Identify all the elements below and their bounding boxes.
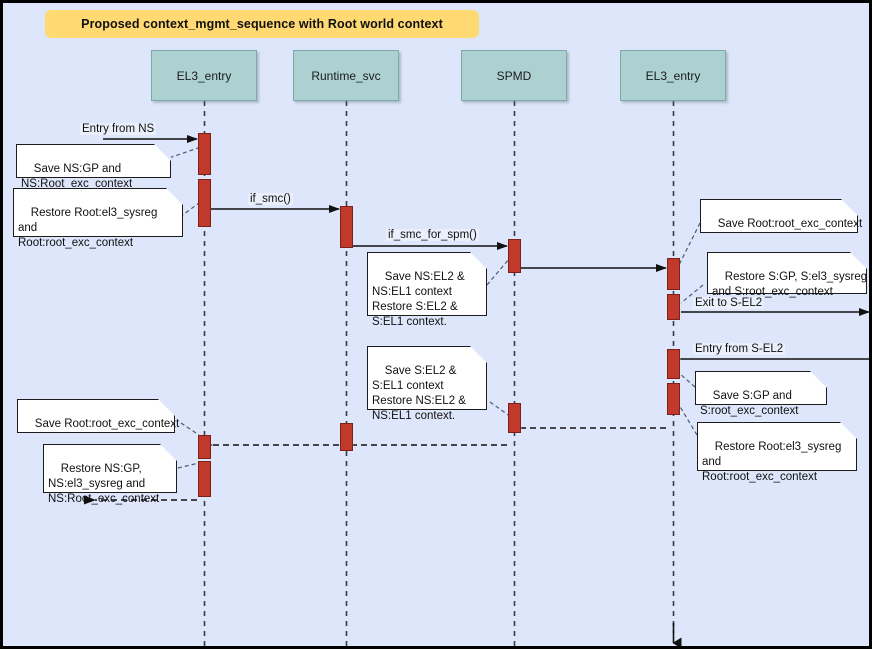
lifeline-label: Runtime_svc — [311, 68, 381, 83]
note-restore-ns-gp[interactable]: Restore NS:GP, NS:el3_sysreg and NS:Root… — [43, 444, 177, 505]
note-restore-root-el3-sysreg-top[interactable]: Restore Root:el3_sysreg and Root:root_ex… — [13, 188, 183, 249]
note-text: Restore Root:el3_sysreg and Root:root_ex… — [702, 441, 842, 483]
note-text: Save Root:root_exc_context — [717, 218, 863, 230]
activation-el3-right-1[interactable] — [667, 258, 680, 290]
note-text: Save Root:root_exc_context — [34, 418, 180, 430]
connector-note-8 — [678, 404, 698, 436]
message-label-if-smc-for-spm: if_smc_for_spm() — [386, 229, 479, 241]
note-text: Save NS:GP and NS:Root_exc_context — [21, 163, 133, 190]
note-fold-corner — [470, 252, 487, 269]
lifeline-head-spmd[interactable]: SPMD — [461, 50, 567, 101]
messages — [103, 135, 869, 363]
message-label-if-smc: if_smc() — [248, 193, 293, 205]
lifeline-label: SPMD — [496, 68, 532, 83]
note-fold-corner — [160, 444, 177, 461]
activation-el3-right-4[interactable] — [667, 383, 680, 415]
note-text: Restore S:GP, S:el3_sysreg and S:root_ex… — [712, 271, 868, 298]
note-save-ns-gp[interactable]: Save NS:GP and NS:Root_exc_context — [16, 144, 171, 190]
note-save-root-exc-context-top[interactable]: Save Root:root_exc_context — [700, 199, 862, 233]
note-fold-corner — [158, 399, 175, 416]
lifeline-head-el3-entry-left[interactable]: EL3_entry — [151, 50, 257, 101]
diagram-title-banner: Proposed context_mgmt_sequence with Root… — [45, 10, 479, 38]
note-fold-corner — [850, 252, 867, 269]
note-save-s-el2-restore-ns-el2[interactable]: Save S:EL2 & S:EL1 context Restore NS:EL… — [367, 346, 487, 422]
note-save-s-gp[interactable]: Save S:GP and S:root_exc_context — [695, 371, 827, 417]
lifeline-label: EL3_entry — [645, 68, 701, 83]
lifeline-label: EL3_entry — [176, 68, 232, 83]
message-label-exit-to-s-el2: Exit to S-EL2 — [693, 297, 765, 309]
activation-el3-left-4[interactable] — [198, 461, 211, 497]
note-text: Restore NS:GP, NS:el3_sysreg and NS:Root… — [48, 463, 160, 505]
note-text: Save NS:EL2 & NS:EL1 context Restore S:E… — [372, 271, 465, 328]
lifeline-head-runtime-svc[interactable]: Runtime_svc — [293, 50, 399, 101]
lifeline-head-el3-entry-right[interactable]: EL3_entry — [620, 50, 726, 101]
note-restore-s-gp[interactable]: Restore S:GP, S:el3_sysreg and S:root_ex… — [707, 252, 867, 298]
note-fold-corner — [470, 346, 487, 363]
connector-note-9 — [180, 422, 200, 436]
connector-note-4 — [678, 222, 701, 266]
note-text: Save S:EL2 & S:EL1 context Restore NS:EL… — [372, 365, 466, 422]
message-label-entry-from-s-el2: Entry from S-EL2 — [693, 343, 786, 355]
connector-note-10 — [177, 462, 200, 469]
note-restore-root-el3-sysreg-bottom[interactable]: Restore Root:el3_sysreg and Root:root_ex… — [697, 422, 857, 483]
activation-el3-left-2[interactable] — [198, 179, 211, 227]
note-fold-corner — [841, 199, 858, 216]
activation-runtime-svc-1[interactable] — [340, 206, 353, 248]
note-text: Restore Root:el3_sysreg and Root:root_ex… — [18, 207, 158, 249]
note-fold-corner — [166, 188, 183, 205]
note-fold-corner — [154, 144, 171, 161]
activation-el3-right-3[interactable] — [667, 349, 680, 379]
note-save-root-exc-context-bottom[interactable]: Save Root:root_exc_context — [17, 399, 179, 433]
activation-el3-left-3[interactable] — [198, 435, 211, 459]
note-text: Save S:GP and S:root_exc_context — [700, 390, 799, 417]
activation-el3-left-1[interactable] — [198, 133, 211, 175]
message-label-entry-from-ns: Entry from NS — [80, 123, 157, 135]
note-fold-corner — [840, 422, 857, 439]
connector-note-3 — [486, 258, 510, 286]
note-fold-corner — [810, 371, 827, 388]
connector-note-7 — [678, 372, 696, 388]
activation-spmd-1[interactable] — [508, 239, 521, 273]
activation-runtime-svc-2[interactable] — [340, 423, 353, 451]
activation-spmd-2[interactable] — [508, 403, 521, 433]
note-save-ns-el2-restore-s-el2[interactable]: Save NS:EL2 & NS:EL1 context Restore S:E… — [367, 252, 487, 328]
activation-el3-right-2[interactable] — [667, 294, 680, 320]
